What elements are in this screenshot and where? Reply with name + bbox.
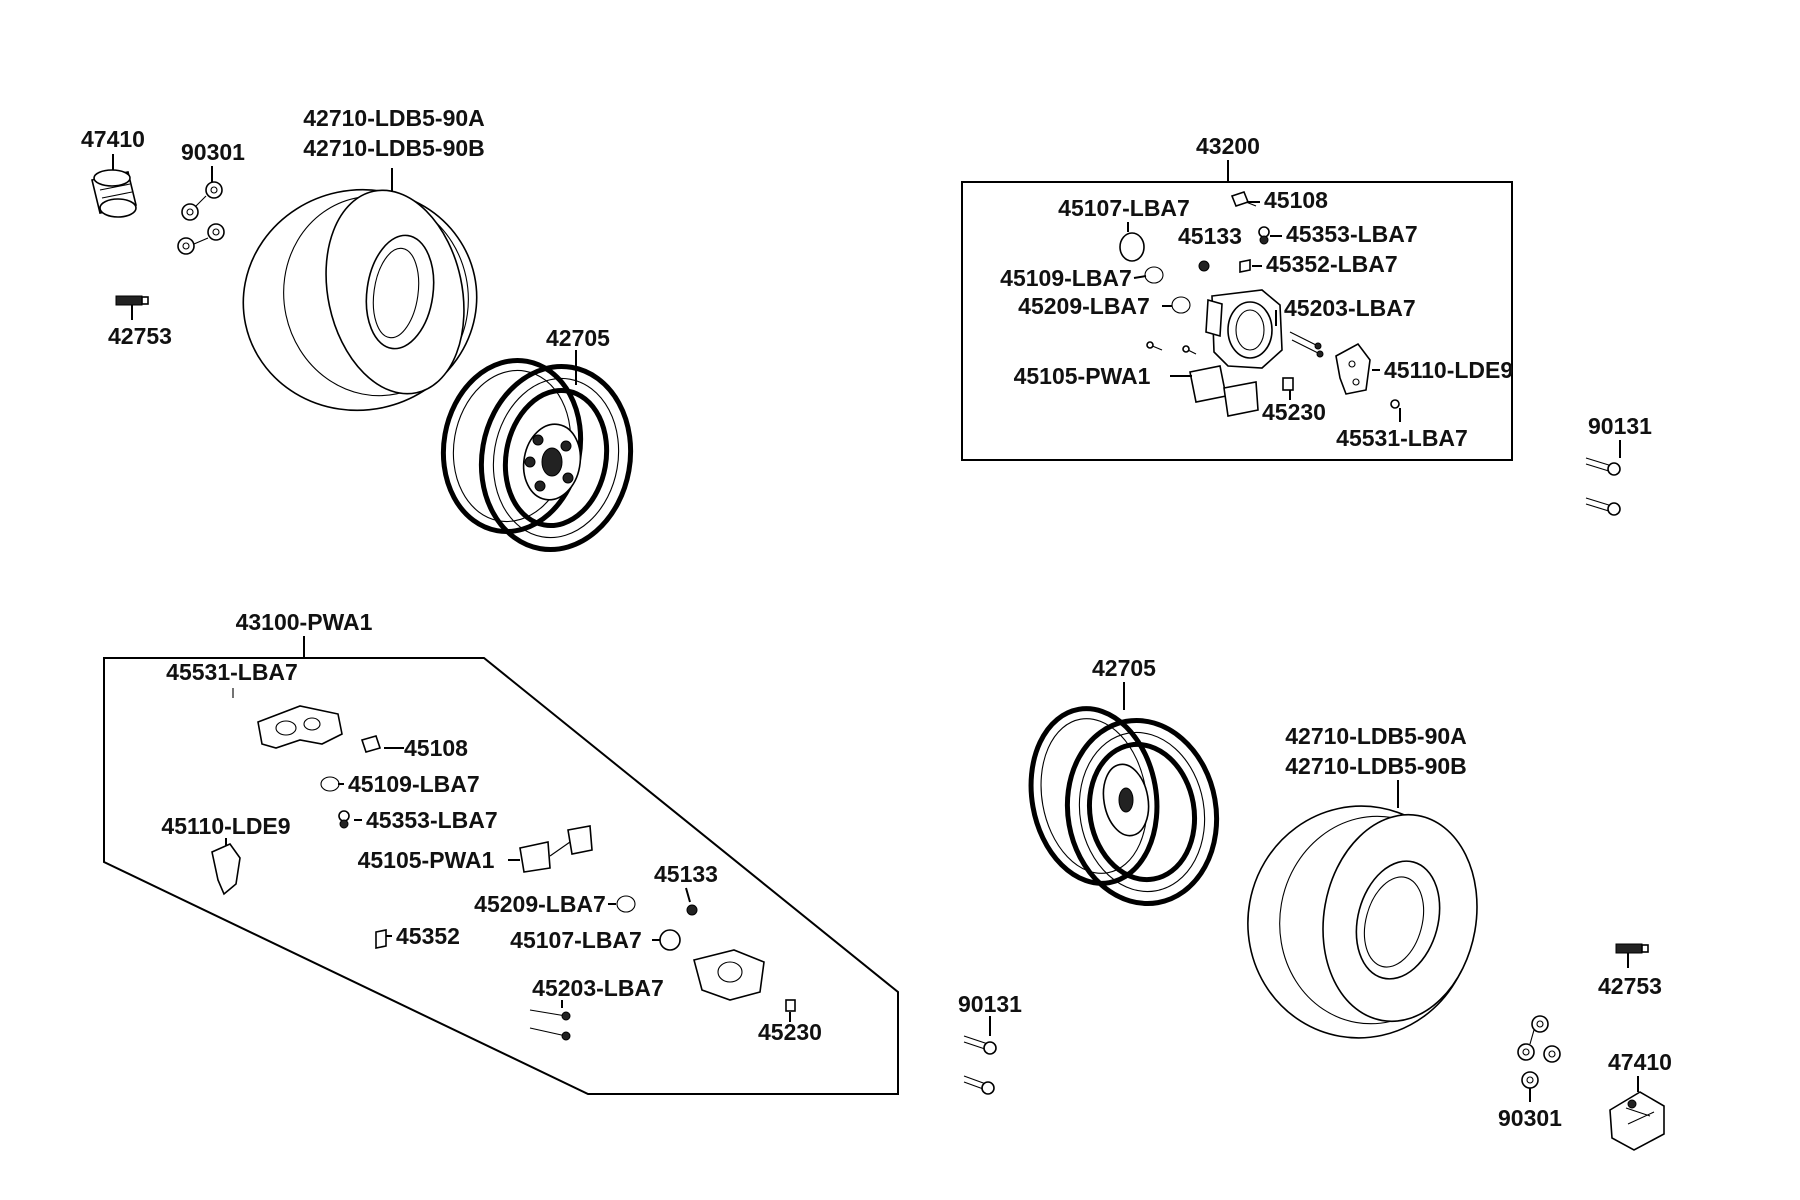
lug-nuts-90301-top [177, 181, 225, 255]
rim-bottom-right [1028, 706, 1220, 907]
label-45353-bottom: 45353-LBA7 [366, 807, 498, 833]
label-42705-top: 42705 [546, 325, 610, 351]
label-45203-top: 45203-LBA7 [1284, 295, 1416, 321]
leaders-43200 [1127, 201, 1401, 422]
hub-cap-47410-bottom [1609, 1091, 1665, 1151]
label-47410-bottom: 47410 [1608, 1049, 1672, 1075]
label-45108-top: 45108 [1264, 187, 1328, 213]
hub-cap-47410-top [91, 169, 137, 218]
label-45230-bottom: 45230 [758, 1019, 822, 1045]
tire-top-left [242, 188, 478, 412]
label-45133-top: 45133 [1178, 223, 1242, 249]
label-42753-bottom: 42753 [1598, 973, 1662, 999]
rim-top-left [440, 357, 634, 553]
label-45531-bottom: 45531-LBA7 [166, 659, 298, 685]
label-43100: 43100-PWA1 [236, 609, 373, 635]
label-90131-bottom: 90131 [958, 991, 1022, 1017]
valve-42753-top [115, 295, 149, 306]
assembly-box-43200 [961, 181, 1513, 461]
label-45133-bottom: 45133 [654, 861, 718, 887]
label-45109-bottom: 45109-LBA7 [348, 771, 480, 797]
label-45209-bottom: 45209-LBA7 [474, 891, 606, 917]
caliper-assembly-top [1119, 191, 1400, 417]
label-45230-top: 45230 [1262, 399, 1326, 425]
label-90301-bottom: 90301 [1498, 1105, 1562, 1131]
label-45105-top: 45105-PWA1 [1014, 363, 1151, 389]
tire-bottom-right [1247, 805, 1478, 1039]
label-42710-90a-bottom: 42710-LDB5-90A [1285, 723, 1467, 749]
label-45353-top: 45353-LBA7 [1286, 221, 1418, 247]
label-45203-bottom: 45203-LBA7 [532, 975, 664, 1001]
label-45108-bottom: 45108 [404, 735, 468, 761]
label-42753-top: 42753 [108, 323, 172, 349]
label-45531-top: 45531-LBA7 [1336, 425, 1468, 451]
label-45110-top: 45110-LDE9 [1384, 357, 1513, 383]
label-45105-bottom: 45105-PWA1 [358, 847, 495, 873]
label-45352-top: 45352-LBA7 [1266, 251, 1398, 277]
leaders-43100 [225, 747, 791, 1022]
label-45107-top: 45107-LBA7 [1058, 195, 1190, 221]
caliper-assembly-bottom [211, 688, 796, 1041]
label-42710-90b-top: 42710-LDB5-90B [303, 135, 485, 161]
label-45107-bottom: 45107-LBA7 [510, 927, 642, 953]
lug-nuts-90301-bottom [1517, 1015, 1561, 1089]
label-90301-top: 90301 [181, 139, 245, 165]
label-45109-top: 45109-LBA7 [1000, 265, 1132, 291]
label-47410-top: 47410 [81, 126, 145, 152]
label-45209-top: 45209-LBA7 [1018, 293, 1150, 319]
bolts-90131-bottom [963, 1035, 997, 1095]
label-45352-bottom: 45352 [396, 923, 460, 949]
label-45110-bottom: 45110-LDE9 [161, 813, 290, 839]
label-42705-bottom: 42705 [1092, 655, 1156, 681]
label-90131-right: 90131 [1588, 413, 1652, 439]
bolts-90131-right [1585, 457, 1621, 516]
label-42710-90b-bottom: 42710-LDB5-90B [1285, 753, 1467, 779]
label-43200: 43200 [1196, 133, 1260, 159]
label-42710-90a-top: 42710-LDB5-90A [303, 105, 485, 131]
assembly-box-43100 [103, 657, 899, 1095]
valve-42753-bottom [1615, 943, 1649, 954]
